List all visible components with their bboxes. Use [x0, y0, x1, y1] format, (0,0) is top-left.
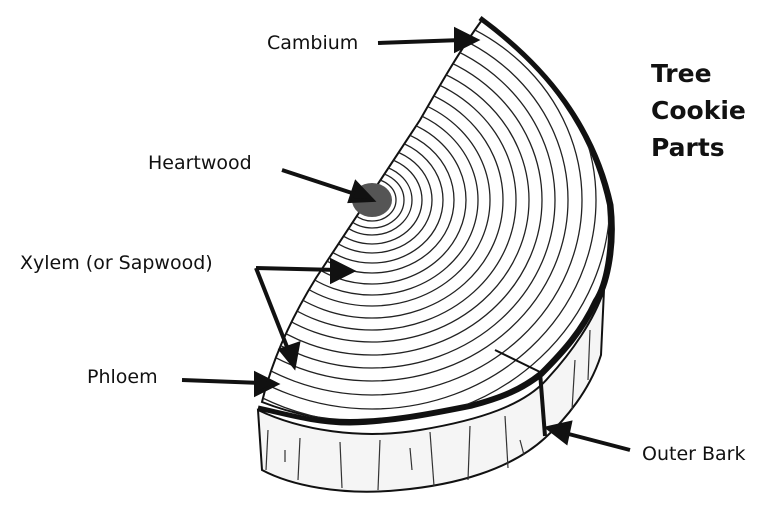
outer-bark-outline: [257, 15, 615, 426]
title-line-1: Tree: [651, 59, 712, 88]
title-line-2: Cookie: [651, 96, 746, 125]
bark-texture: [265, 329, 591, 491]
title-line-3: Parts: [651, 133, 725, 162]
heartwood-arrowhead: [347, 179, 377, 204]
bark-crack: [538, 371, 547, 437]
xylem-arrow-1: [255, 266, 339, 272]
heartwood-arrow: [281, 168, 359, 197]
label-cambium: Cambium: [267, 32, 359, 54]
ring-crack: [494, 349, 541, 373]
bark-side: [256, 289, 605, 493]
label-outer-bark: Outer Bark: [642, 443, 746, 465]
outer-bark-arrowhead: [543, 420, 573, 446]
cambium-arrowhead: [454, 26, 481, 54]
arrows: [181, 26, 631, 452]
label-heartwood: Heartwood: [148, 152, 252, 174]
phloem-arrowhead: [254, 370, 281, 398]
label-xylem: Xylem (or Sapwood): [20, 252, 213, 274]
xylem-arrowhead-1: [330, 257, 357, 285]
xylem-arrowhead-2: [277, 340, 301, 371]
label-phloem: Phloem: [87, 366, 158, 388]
outer-bark-arrow: [560, 430, 631, 452]
diagram-title: Tree Cookie Parts: [651, 55, 746, 166]
xylem-arrow-2: [254, 267, 291, 353]
cambium-arrow: [377, 38, 463, 45]
phloem-arrow: [181, 378, 263, 385]
